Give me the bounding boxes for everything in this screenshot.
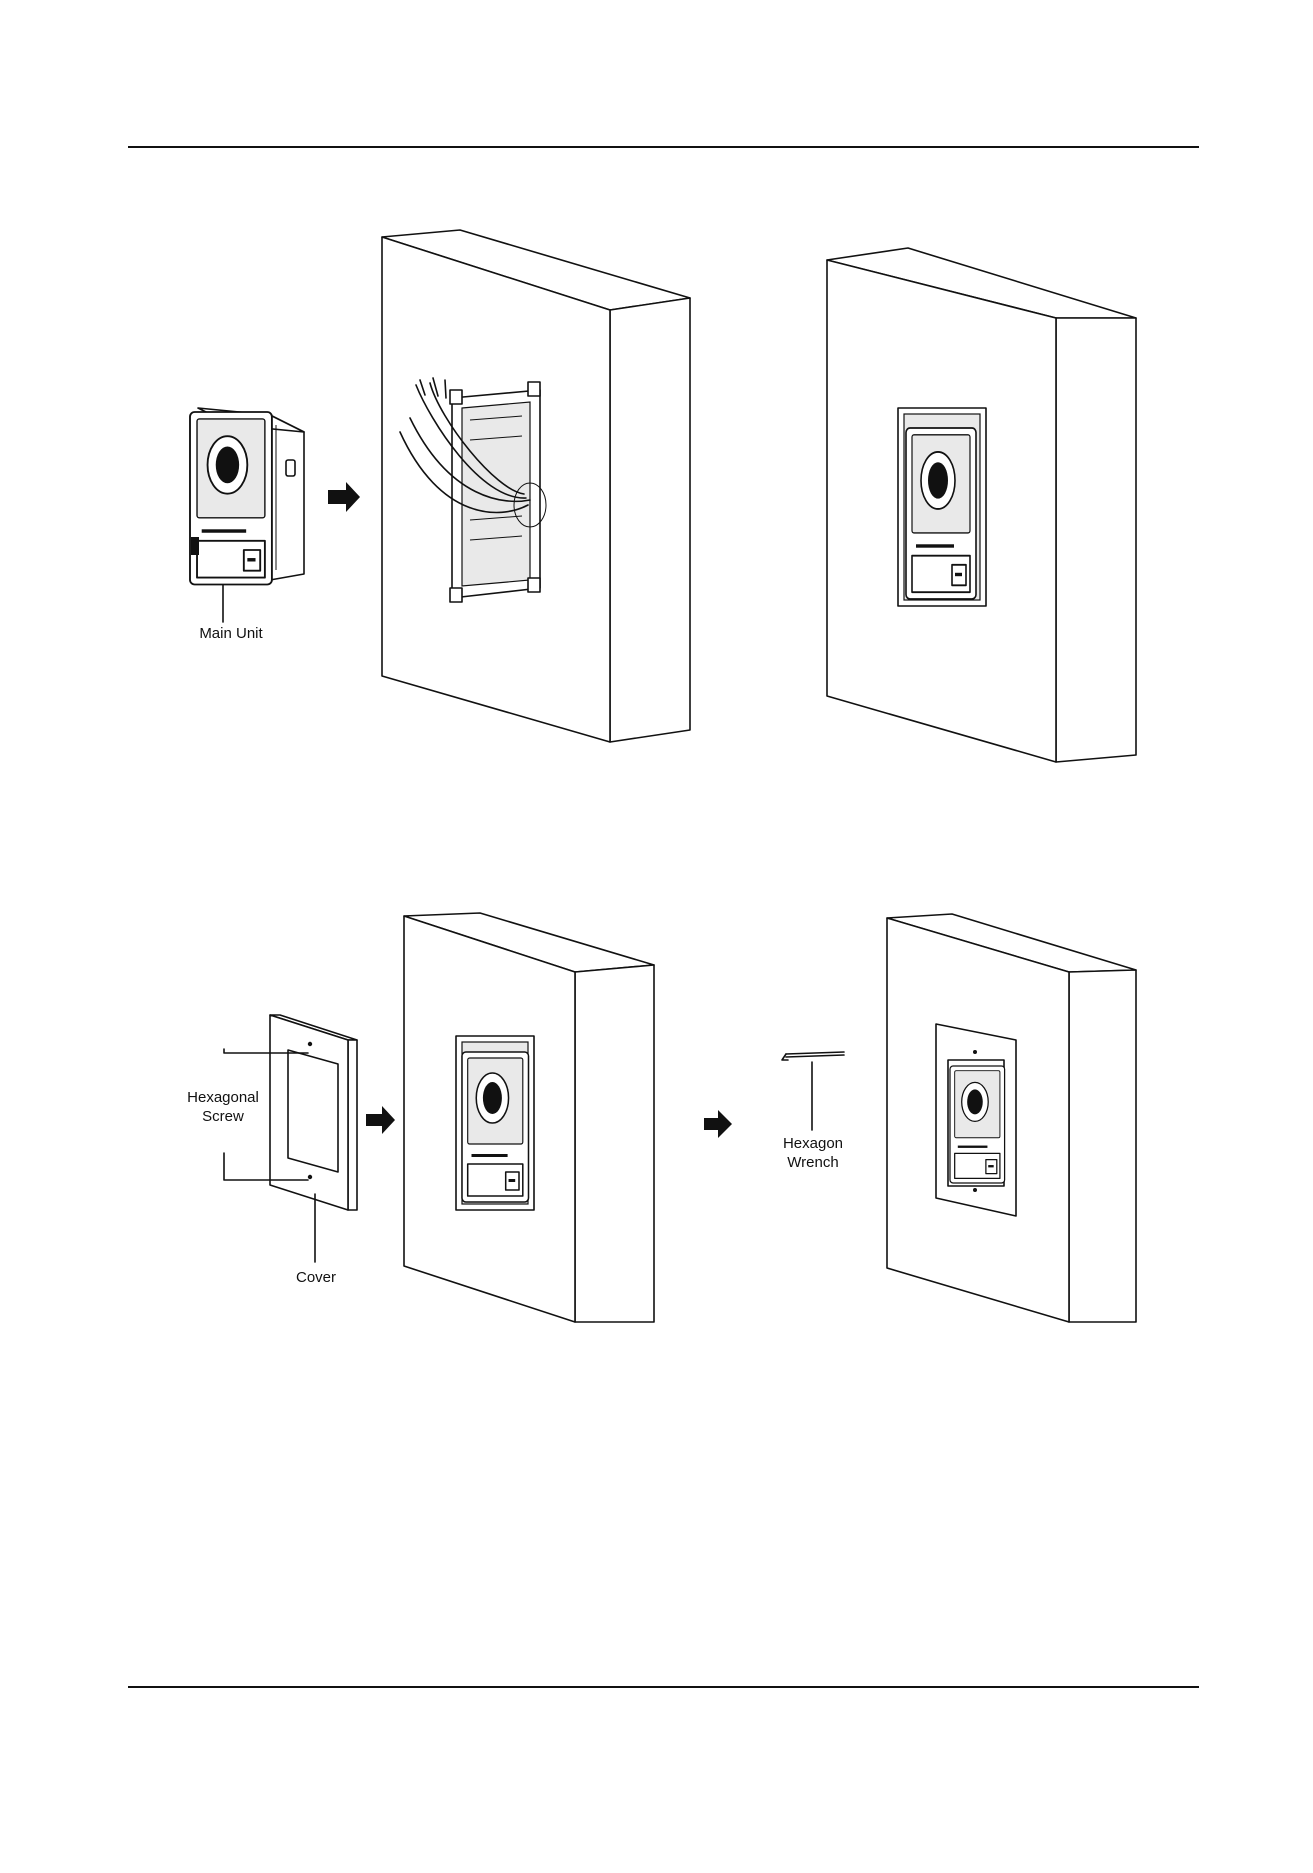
arrow-icon bbox=[366, 1106, 395, 1134]
cover-label: Cover bbox=[288, 1268, 344, 1287]
arrow-icon bbox=[704, 1110, 732, 1138]
main-unit-label: Main Unit bbox=[188, 624, 274, 643]
hexagonal-screw-label: Hexagonal Screw bbox=[180, 1088, 266, 1126]
wall-with-main-unit bbox=[827, 248, 1136, 762]
wall-with-back-box bbox=[382, 230, 690, 742]
arrow-icon bbox=[328, 482, 360, 512]
screw-icon bbox=[308, 1042, 312, 1046]
wall-with-unit-before-cover bbox=[404, 913, 654, 1322]
hexagon-wrench-drawing bbox=[782, 1052, 844, 1060]
wall-with-cover-installed bbox=[887, 914, 1136, 1322]
screw-icon bbox=[973, 1188, 977, 1192]
hexagon-wrench-label: Hexagon Wrench bbox=[772, 1134, 854, 1172]
screw-icon bbox=[973, 1050, 977, 1054]
screw-icon bbox=[308, 1175, 312, 1179]
main-unit-drawing bbox=[190, 408, 304, 585]
